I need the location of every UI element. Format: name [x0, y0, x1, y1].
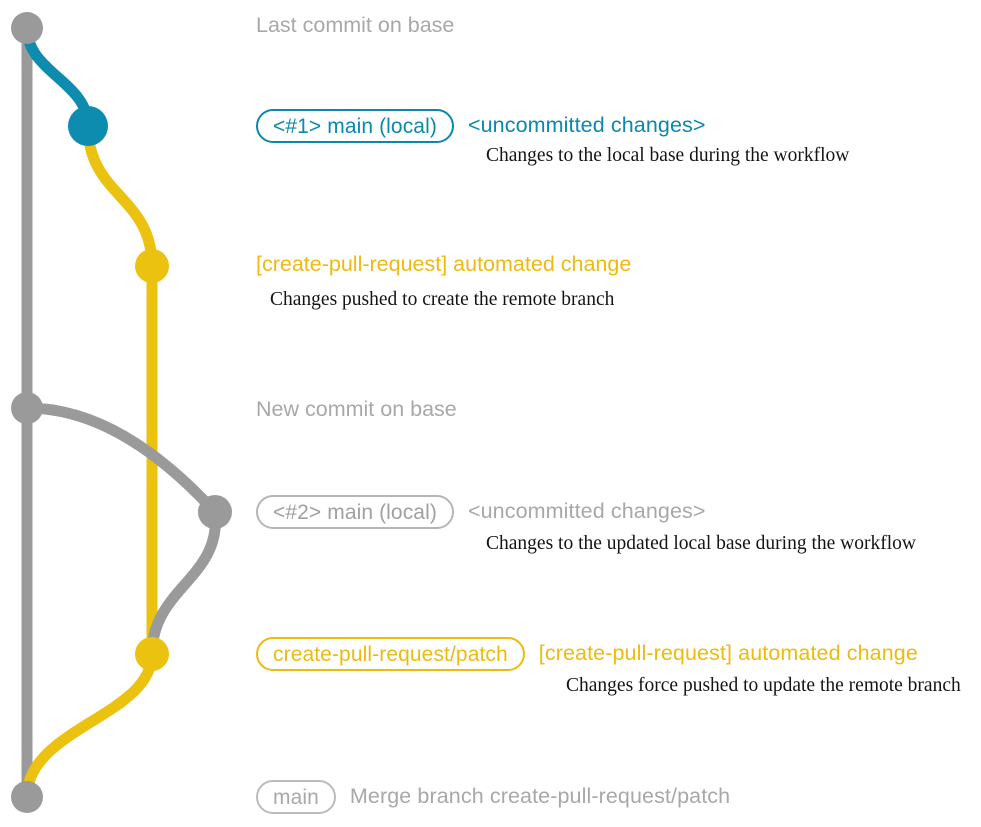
edge-gray-to-patch2 [146, 506, 221, 660]
row-merge-commit: main Merge branch create-pull-request/pa… [256, 780, 730, 814]
row-local-commit-2: <#2> main (local) <uncommitted changes> [256, 495, 706, 529]
commit-node-local-2[interactable] [198, 495, 232, 529]
commit-subject-merge-branch: Merge branch create-pull-request/patch [349, 784, 731, 809]
commit-subject-uncommitted-1: <uncommitted changes> [467, 113, 706, 138]
commit-subject-uncommitted-2: <uncommitted changes> [467, 499, 706, 524]
note-updated-local-base-changes: Changes to the updated local base during… [486, 533, 916, 554]
row-local-commit-1: <#1> main (local) <uncommitted changes> [256, 109, 706, 143]
note-force-pushed: Changes force pushed to update the remot… [566, 675, 961, 696]
commit-subject-automated-change-2: [create-pull-request] automated change [538, 641, 918, 666]
branch-badge-main-local-1[interactable]: <#1> main (local) [256, 109, 454, 143]
commit-node-patch-1[interactable] [135, 249, 169, 283]
commit-node-local-1[interactable] [68, 106, 108, 146]
heading-new-commit-on-base: New commit on base [256, 397, 457, 421]
note-changes-pushed: Changes pushed to create the remote bran… [270, 289, 615, 310]
commit-node-merge[interactable] [11, 781, 43, 813]
commit-node-base-top[interactable] [11, 12, 43, 44]
heading-last-commit-on-base: Last commit on base [256, 13, 455, 37]
branch-badge-create-pull-request-patch[interactable]: create-pull-request/patch [256, 637, 525, 671]
edge-yellow-to-patch1 [82, 120, 158, 272]
branch-badge-main-local-2[interactable]: <#2> main (local) [256, 495, 454, 529]
branch-badge-main[interactable]: main [256, 780, 336, 814]
edge-yellow-to-merge [21, 648, 158, 803]
commit-nodes [11, 12, 232, 813]
row-patch-commit-2: create-pull-request/patch [create-pull-r… [256, 637, 918, 671]
heading-automated-change-1: [create-pull-request] automated change [256, 252, 632, 276]
commit-node-patch-2[interactable] [135, 637, 169, 671]
note-local-base-changes: Changes to the local base during the wor… [486, 145, 850, 166]
commit-node-base-new[interactable] [11, 392, 43, 424]
edge-gray-to-local2 [21, 402, 221, 518]
